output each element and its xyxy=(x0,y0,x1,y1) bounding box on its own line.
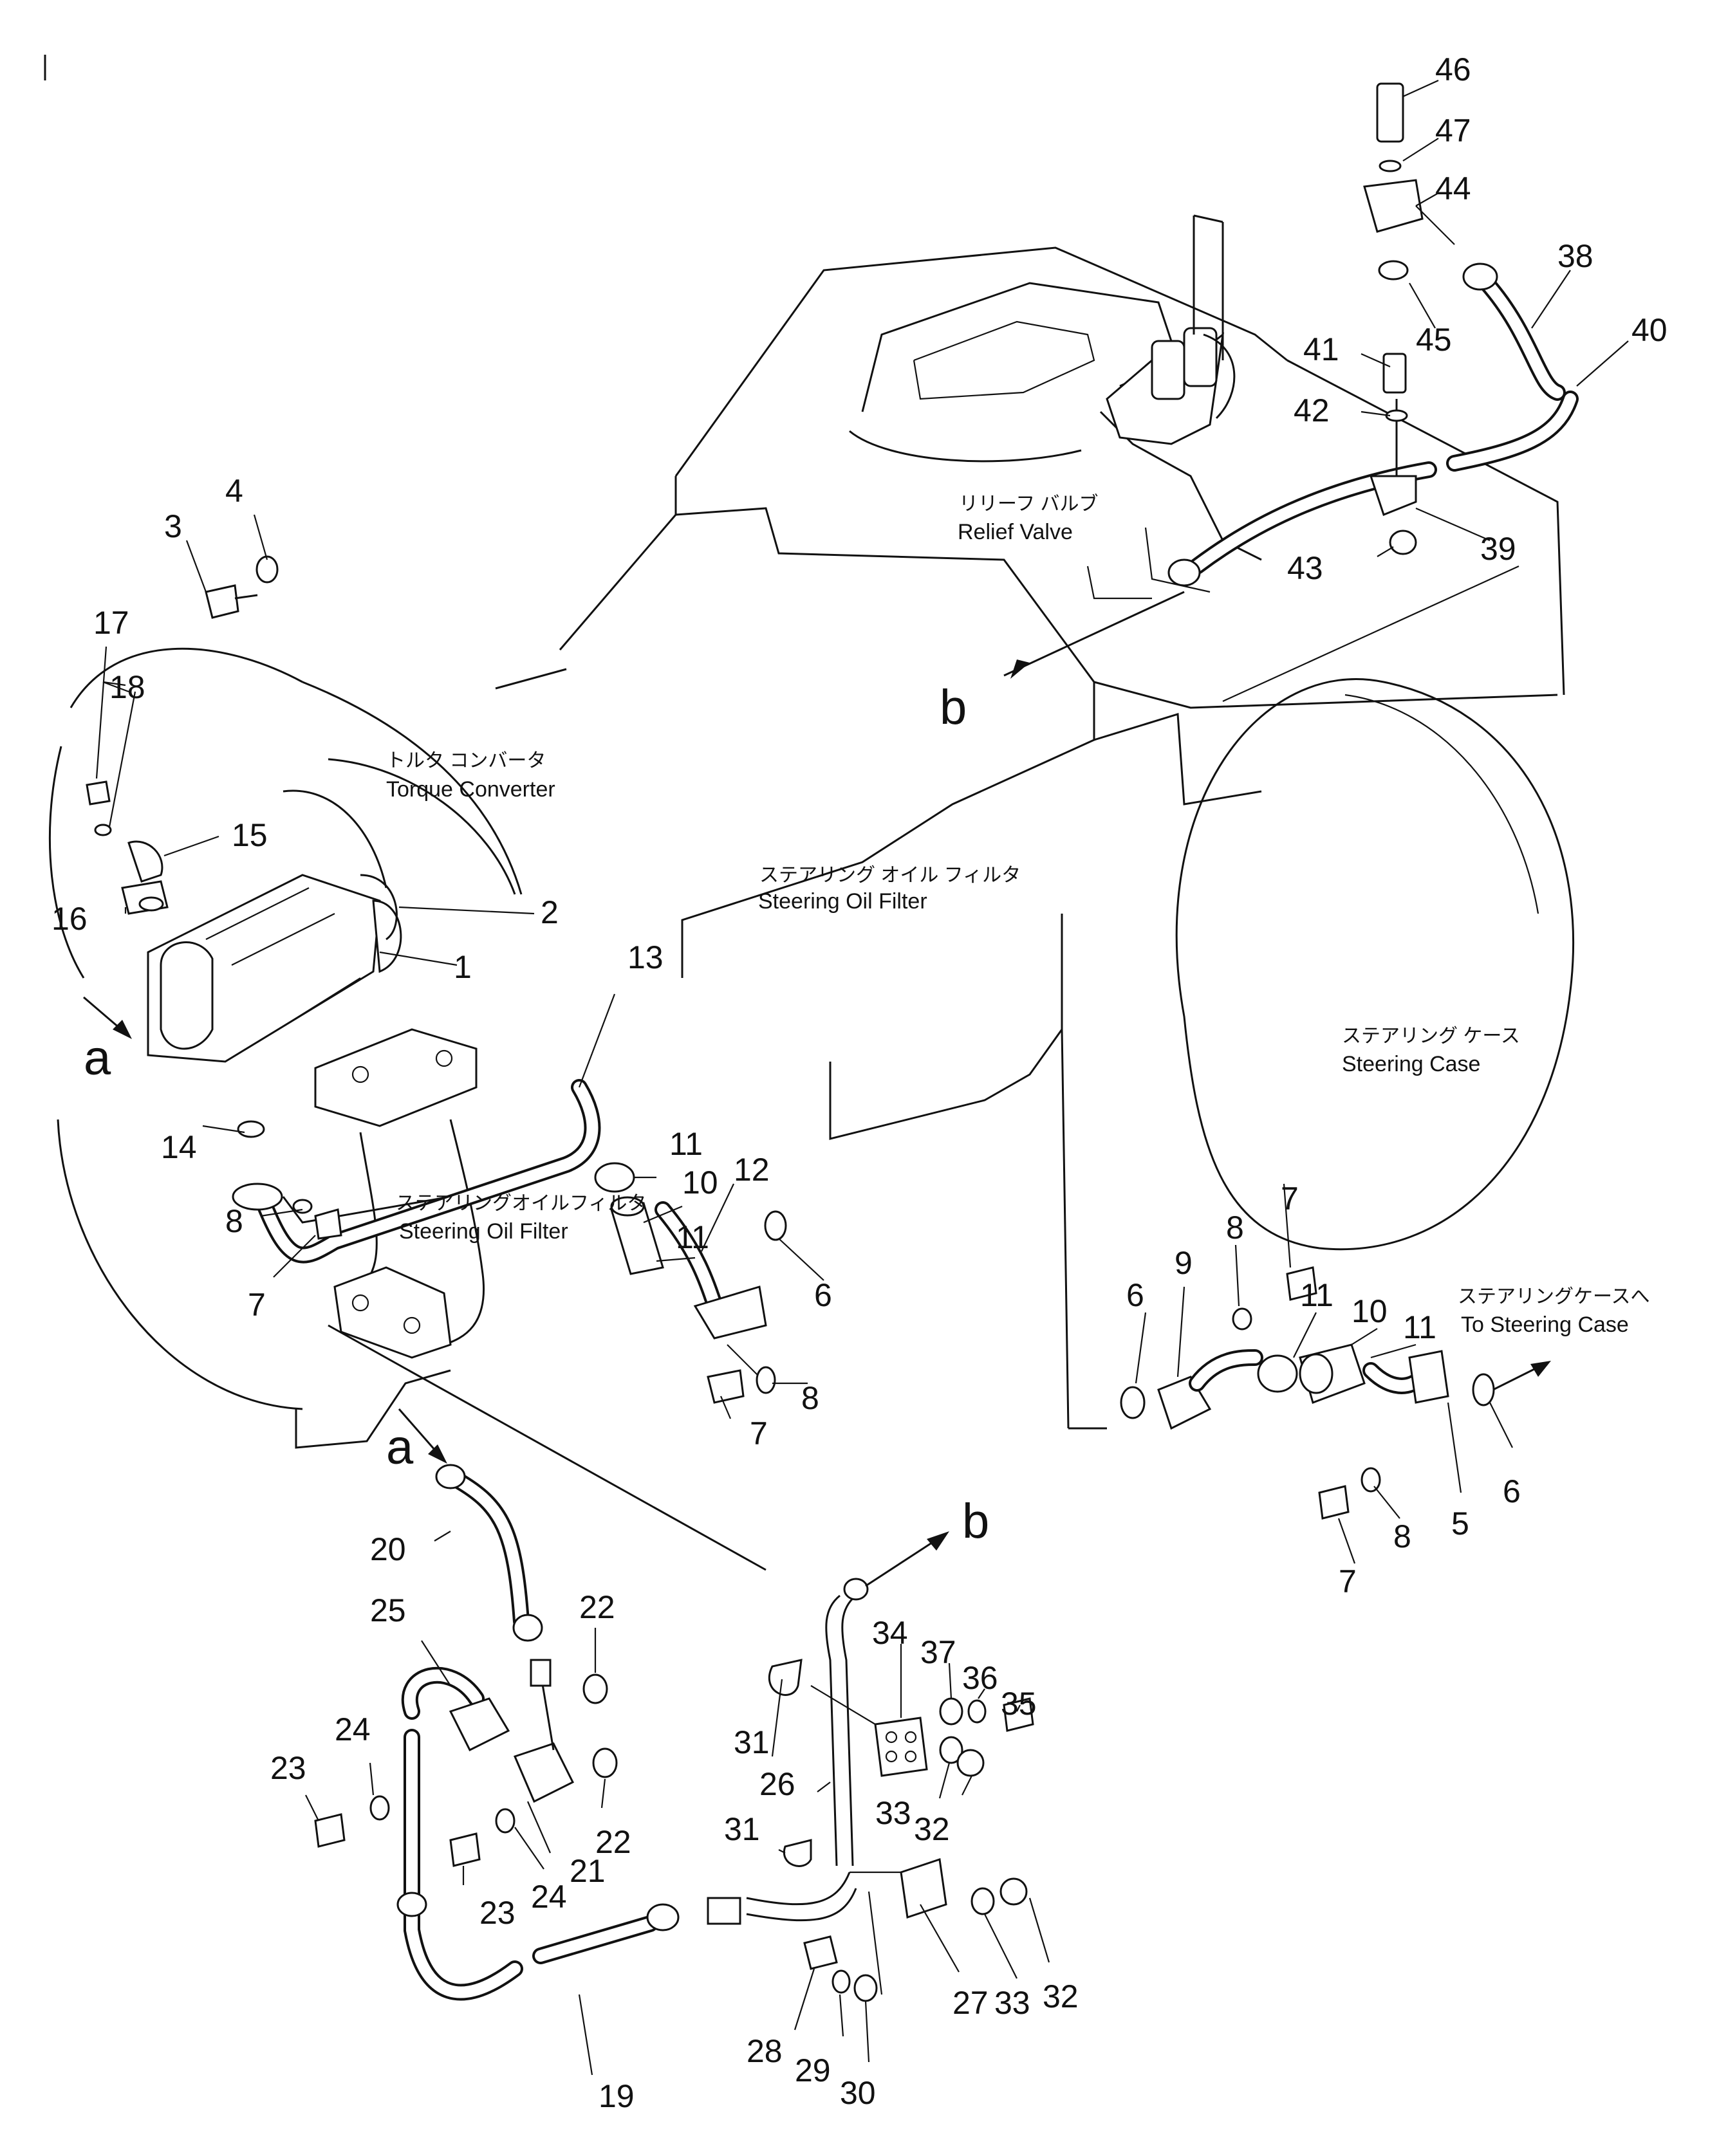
relief-valve-jp: リリーフ バルブ xyxy=(959,493,1099,515)
part-number-7: 7 xyxy=(248,1287,266,1323)
part-number-36: 36 xyxy=(962,1660,998,1696)
part-number-37: 37 xyxy=(920,1634,956,1670)
part-number-6: 6 xyxy=(1126,1277,1144,1313)
part-number-24: 24 xyxy=(531,1879,567,1915)
part-number-9: 9 xyxy=(1175,1245,1193,1281)
part-number-16: 16 xyxy=(51,901,88,937)
marker-a-lower: a xyxy=(386,1420,414,1475)
relief-valve xyxy=(1106,214,1236,445)
part-number-14: 14 xyxy=(161,1129,197,1165)
part-number-27: 27 xyxy=(952,1985,989,2021)
part-number-7: 7 xyxy=(750,1415,768,1451)
pipe-13 xyxy=(232,1079,601,1264)
view-markers: b b a a xyxy=(84,680,989,1549)
upper-right-hoses xyxy=(1167,82,1579,587)
part-number-7: 7 xyxy=(1281,1181,1299,1217)
steering-oil-filter-lower xyxy=(314,1028,766,1571)
marker-a-left: a xyxy=(84,1031,111,1085)
part-number-33: 33 xyxy=(875,1795,911,1831)
steering-case-en: Steering Case xyxy=(1342,1052,1480,1076)
part-number-32: 32 xyxy=(914,1811,950,1847)
part-number-11: 11 xyxy=(1300,1277,1333,1313)
part-number-6: 6 xyxy=(814,1277,832,1313)
part-number-3: 3 xyxy=(164,508,182,544)
part-number-32: 32 xyxy=(1043,1978,1079,2014)
part-number-35: 35 xyxy=(1001,1686,1037,1722)
part-number-40: 40 xyxy=(1631,312,1668,348)
to-steering-case-jp: ステアリングケースへ xyxy=(1458,1286,1650,1307)
to-steering-case-en: To Steering Case xyxy=(1461,1313,1629,1337)
torque-converter-en: Torque Converter xyxy=(386,777,555,802)
flow-arrows xyxy=(83,591,1551,1587)
part-number-22: 22 xyxy=(579,1589,615,1625)
part-number-11: 11 xyxy=(676,1219,709,1255)
part-number-23: 23 xyxy=(270,1750,306,1786)
part-number-17: 17 xyxy=(93,605,129,641)
steering-oil-filter-upper-en: Steering Oil Filter xyxy=(758,889,927,914)
part-number-12: 12 xyxy=(734,1152,770,1188)
hose-assembly-center xyxy=(594,1162,787,1384)
part-number-44: 44 xyxy=(1435,170,1471,207)
marker-b-lower: b xyxy=(962,1494,989,1549)
part-number-42: 42 xyxy=(1294,392,1330,428)
part-number-8: 8 xyxy=(1226,1210,1244,1246)
callout-labels: リリーフ バルブ Relief Valve トルク コンバータ Torque C… xyxy=(386,493,1650,1337)
part-number-38: 38 xyxy=(1557,238,1593,274)
part-number-43: 43 xyxy=(1287,550,1323,586)
steering-oil-filter-lower-jp: ステアリングオイルフィルタ xyxy=(396,1193,646,1214)
part-number-21: 21 xyxy=(570,1853,606,1889)
part-number-8: 8 xyxy=(225,1203,243,1239)
part-number-13: 13 xyxy=(627,939,664,975)
part-number-20: 20 xyxy=(370,1531,406,1567)
part-number-46: 46 xyxy=(1435,51,1471,88)
part-number-25: 25 xyxy=(370,1592,406,1628)
part-number-30: 30 xyxy=(840,2075,876,2111)
part-number-26: 26 xyxy=(759,1766,795,1802)
part-number-31: 31 xyxy=(734,1724,770,1760)
part-number-15: 15 xyxy=(232,817,268,853)
marker-b-upper: b xyxy=(940,680,967,735)
tube-and-brackets xyxy=(707,1578,1034,2002)
part-number-41: 41 xyxy=(1303,331,1339,367)
torque-converter xyxy=(48,647,523,1449)
part-number-5: 5 xyxy=(1451,1506,1469,1542)
torque-converter-jp: トルク コンバータ xyxy=(386,750,546,771)
part-number-28: 28 xyxy=(747,2033,783,2069)
part-number-4: 4 xyxy=(225,473,243,509)
part-number-6: 6 xyxy=(1503,1473,1521,1509)
part-number-8: 8 xyxy=(1393,1518,1411,1554)
part-number-18: 18 xyxy=(109,669,145,705)
part-number-7: 7 xyxy=(1339,1563,1357,1599)
part-number-33: 33 xyxy=(994,1985,1030,2021)
part-number-11: 11 xyxy=(1403,1309,1436,1345)
part-number-31: 31 xyxy=(724,1811,760,1847)
relief-valve-en: Relief Valve xyxy=(958,520,1073,544)
part-number-10: 10 xyxy=(1352,1293,1388,1329)
part-number-29: 29 xyxy=(795,2052,831,2088)
part-number-24: 24 xyxy=(335,1711,371,1747)
part-number-47: 47 xyxy=(1435,113,1471,149)
part-number-10: 10 xyxy=(682,1165,718,1201)
hose-assembly-right xyxy=(1068,1343,1495,1430)
steering-case-jp: ステアリング ケース xyxy=(1342,1026,1520,1047)
leader-lines xyxy=(95,79,1629,2076)
steering-oil-filter-lower-en: Steering Oil Filter xyxy=(399,1219,568,1244)
part-number-45: 45 xyxy=(1416,322,1452,358)
steering-oil-filter-upper-jp: ステアリング オイル フィルタ xyxy=(759,865,1021,886)
part-number-8: 8 xyxy=(801,1380,819,1416)
part-number-23: 23 xyxy=(479,1895,516,1931)
part-number-34: 34 xyxy=(872,1615,908,1651)
part-number-39: 39 xyxy=(1480,531,1516,567)
part-number-22: 22 xyxy=(595,1824,631,1860)
part-number-19: 19 xyxy=(599,2078,635,2114)
lower-left-hoses xyxy=(396,1464,680,2001)
part-number-11: 11 xyxy=(669,1126,703,1162)
part-numbers: 1 2 3 4 5 6 6 6 7 7 7 7 8 8 8 8 9 10 10 … xyxy=(51,51,1668,2114)
part-number-2: 2 xyxy=(541,894,559,930)
fasteners xyxy=(86,555,1381,1867)
part-number-1: 1 xyxy=(454,949,472,985)
